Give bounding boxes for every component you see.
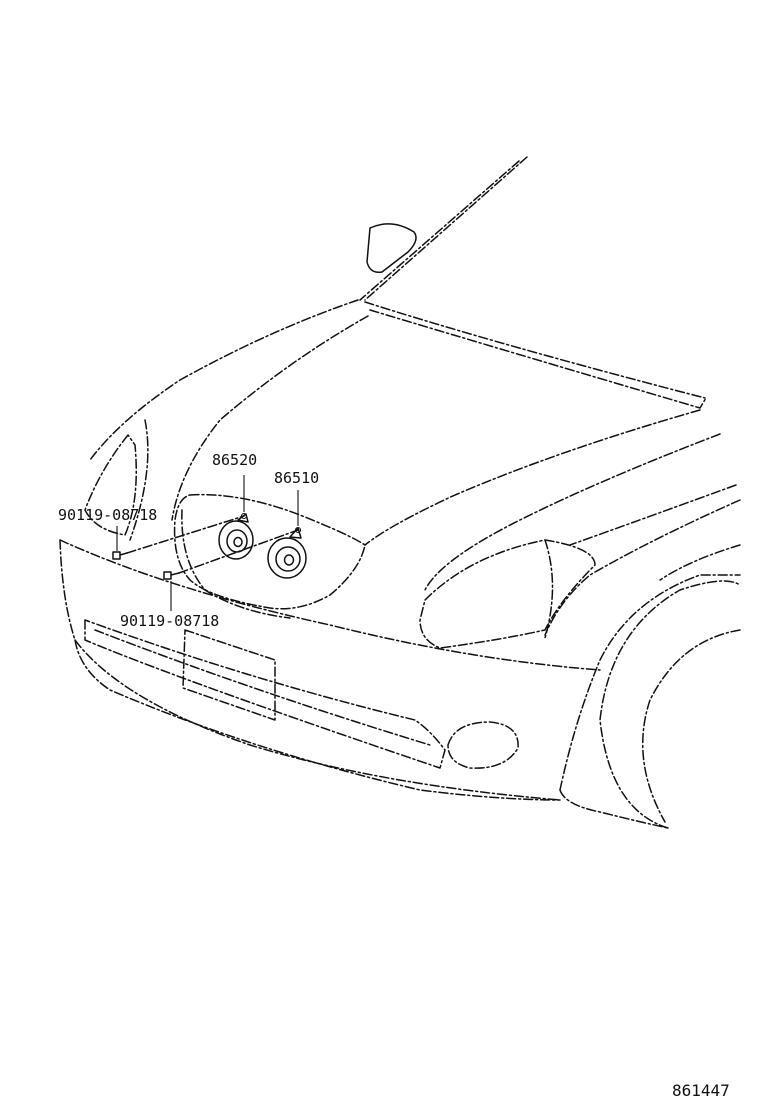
callout-bolt-upper: 90119-08718	[58, 506, 158, 524]
horn-86510	[267, 526, 307, 579]
grille-opening	[173, 493, 366, 610]
fender-lines	[544, 484, 741, 636]
a-pillar	[359, 156, 528, 301]
front-bumper	[59, 539, 601, 801]
bolt-upper	[112, 551, 128, 560]
bolt-lower	[163, 571, 180, 580]
callout-86520: 86520	[212, 451, 258, 469]
mount-axis-upper	[126, 515, 245, 554]
license-plate-area	[182, 629, 276, 721]
front-wheel	[559, 574, 741, 829]
callout-86510: 86510	[274, 469, 320, 487]
fog-light	[447, 721, 519, 769]
callout-bolt-lower: 90119-08718	[120, 612, 220, 630]
left-headlight	[84, 419, 149, 541]
diagram-code: 861447	[672, 1081, 730, 1100]
horn-86520	[218, 512, 254, 560]
hood-outline	[89, 299, 721, 591]
right-headlight	[419, 539, 596, 649]
side-mirror	[366, 223, 417, 274]
mount-axis-lower	[178, 529, 299, 574]
